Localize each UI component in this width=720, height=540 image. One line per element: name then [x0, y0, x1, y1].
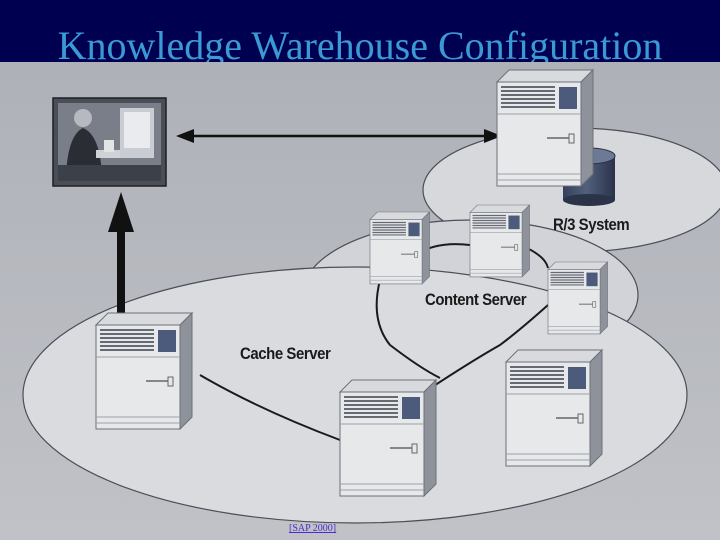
- content-server-icon-left: [369, 211, 431, 285]
- citation-link[interactable]: [SAP 2000]: [289, 523, 337, 534]
- content-server-icon-right: [547, 261, 609, 335]
- user-cache-arrow: [108, 192, 134, 315]
- cache-server-icon-left: [95, 312, 193, 430]
- architecture-diagram: R/3 System Content Server Cache Server: [0, 62, 720, 540]
- cache-server-label: Cache Server: [240, 344, 331, 363]
- cache-server-icon-center: [339, 379, 437, 497]
- user-server-arrow: [176, 129, 502, 143]
- user-workstation-image: [52, 97, 167, 187]
- content-server-icon-center: [469, 204, 531, 278]
- slide-title: Knowledge Warehouse Configuration: [57, 24, 663, 68]
- r3-system-label: R/3 System: [553, 215, 630, 234]
- content-server-label: Content Server: [425, 290, 527, 309]
- r3-server-icon: [496, 69, 594, 187]
- cache-server-icon-right: [505, 349, 603, 467]
